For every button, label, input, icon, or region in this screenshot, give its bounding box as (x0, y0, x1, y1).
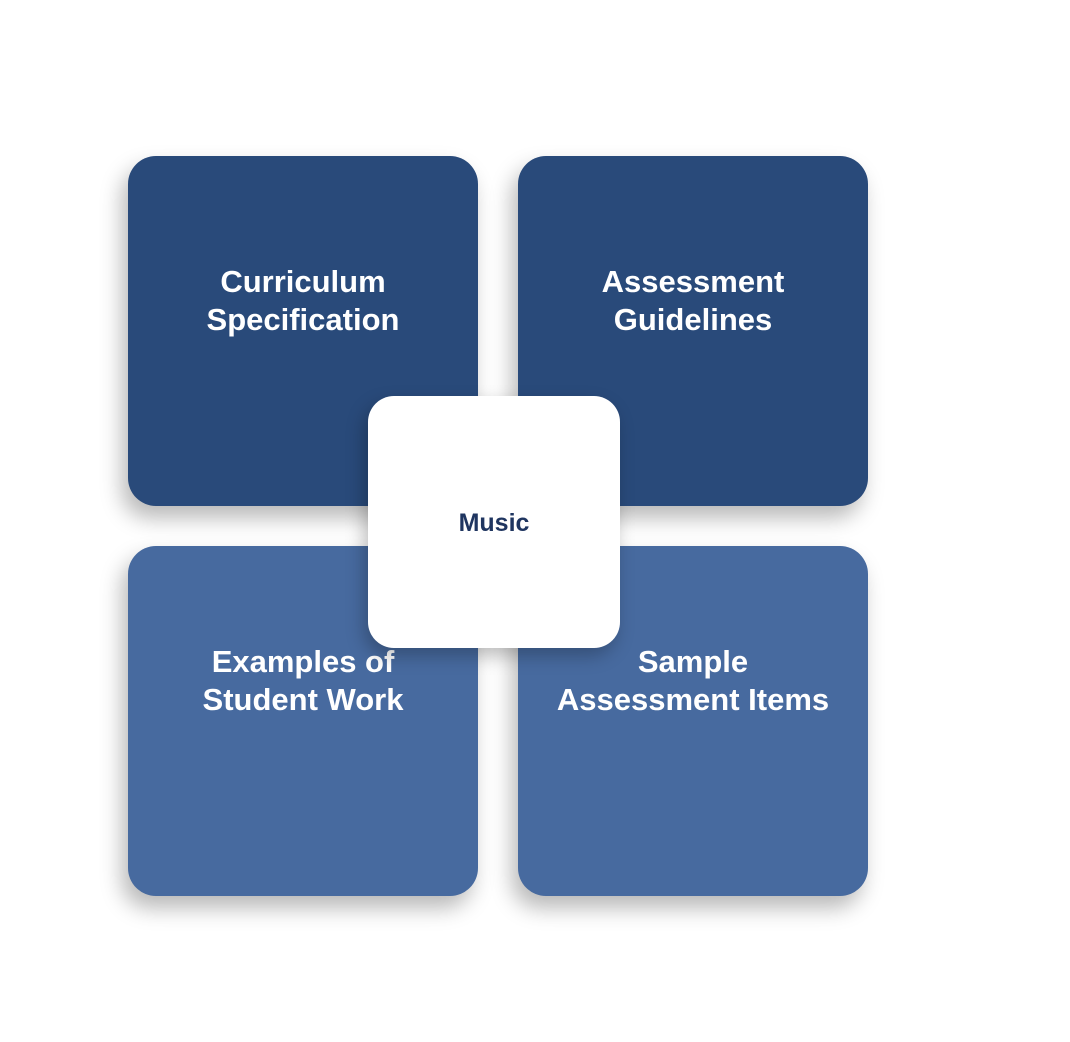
music-label: Music (458, 508, 530, 537)
examples-of-student-work-label: Examples of Student Work (202, 644, 404, 717)
assessment-guidelines-label: Assessment Guidelines (601, 264, 785, 337)
sample-assessment-items-label: Sample Assessment Items (556, 644, 830, 717)
curriculum-specification-tile[interactable]: Curriculum Specification (128, 156, 478, 506)
curriculum-specification-label: Curriculum Specification (206, 264, 400, 337)
music-center-tile[interactable]: Music (368, 396, 620, 648)
